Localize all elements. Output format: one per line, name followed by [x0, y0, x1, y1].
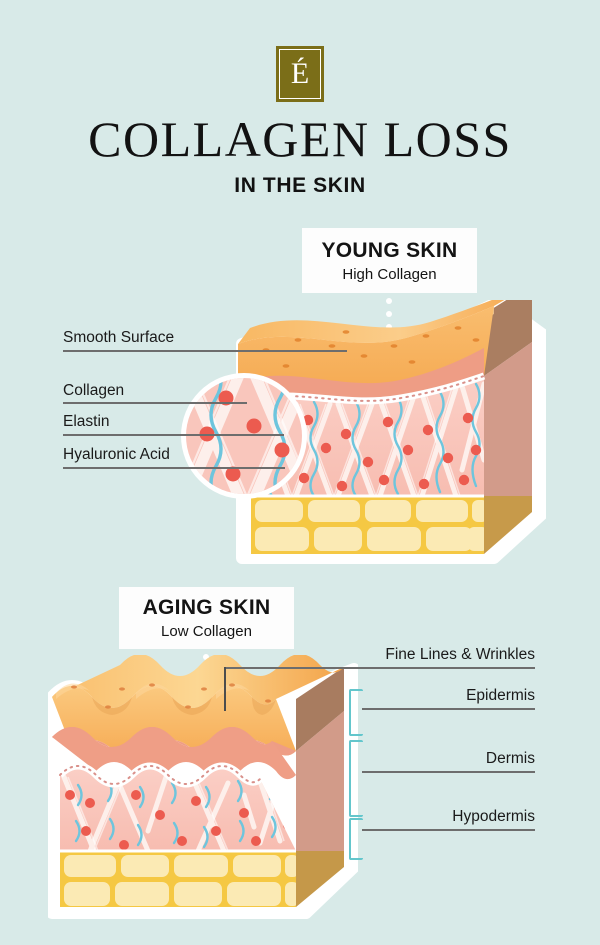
aging-skin-side-face [296, 667, 344, 907]
rule-hyaluronic-acid [63, 467, 285, 469]
rule-fine-lines-wrinkles [224, 667, 535, 669]
rule-smooth-surface [63, 350, 347, 352]
label-epidermis: Epidermis [466, 687, 535, 704]
rule-collagen [63, 402, 247, 404]
label-fine-lines-wrinkles: Fine Lines & Wrinkles [385, 646, 535, 663]
young-skin-magnifier [181, 373, 307, 499]
brand-logo-letter: É [290, 57, 310, 90]
leader-fine-lines-wrinkles [224, 667, 226, 711]
young-skin-caption-title: YOUNG SKIN [321, 238, 458, 262]
aging-skin-pores [71, 683, 271, 709]
aging-skin-hypodermis [60, 851, 296, 907]
young-skin-papillary-layer [238, 348, 484, 402]
bracket-hypodermis [349, 818, 363, 860]
aging-skin-caption-title: AGING SKIN [142, 596, 271, 619]
label-collagen: Collagen [63, 382, 125, 399]
young-skin-side-face [484, 300, 532, 554]
aging-skin-caption-subtitle: Low Collagen [161, 623, 252, 640]
young-skin-caption-subtitle: High Collagen [342, 265, 437, 283]
young-skin-pores [262, 326, 480, 368]
aging-skin-dermis-fibers [61, 772, 295, 851]
label-elastin: Elastin [63, 413, 110, 430]
aging-skin-surface-top [52, 655, 344, 708]
aging-skin-dej-dots [59, 765, 261, 785]
page-subtitle: IN THE SKIN [234, 174, 366, 197]
label-dermis: Dermis [485, 750, 535, 767]
rule-elastin [63, 434, 284, 436]
young-skin-diagram [236, 300, 546, 564]
label-hyaluronic-acid: Hyaluronic Acid [63, 446, 170, 463]
aging-skin-wrinkle-grooves [92, 697, 276, 715]
young-skin-caption: YOUNG SKIN High Collagen [302, 228, 477, 293]
rule-dermis [362, 771, 535, 773]
brand-logo: É [276, 46, 324, 102]
bracket-dermis [349, 740, 363, 817]
young-skin-hypodermis [251, 496, 484, 554]
rule-epidermis [362, 708, 535, 710]
magnifier-content [186, 378, 302, 494]
rule-hypodermis [362, 829, 535, 831]
aging-skin-caption: AGING SKIN Low Collagen [119, 587, 294, 649]
young-skin-surface-top [238, 300, 505, 344]
label-smooth-surface: Smooth Surface [63, 329, 175, 346]
aging-skin-diagram [48, 655, 358, 919]
label-hypodermis: Hypodermis [452, 808, 535, 825]
bracket-epidermis [349, 689, 363, 736]
page-title: COLLAGEN LOSS [88, 111, 512, 167]
young-skin-dej-dots [250, 375, 485, 402]
